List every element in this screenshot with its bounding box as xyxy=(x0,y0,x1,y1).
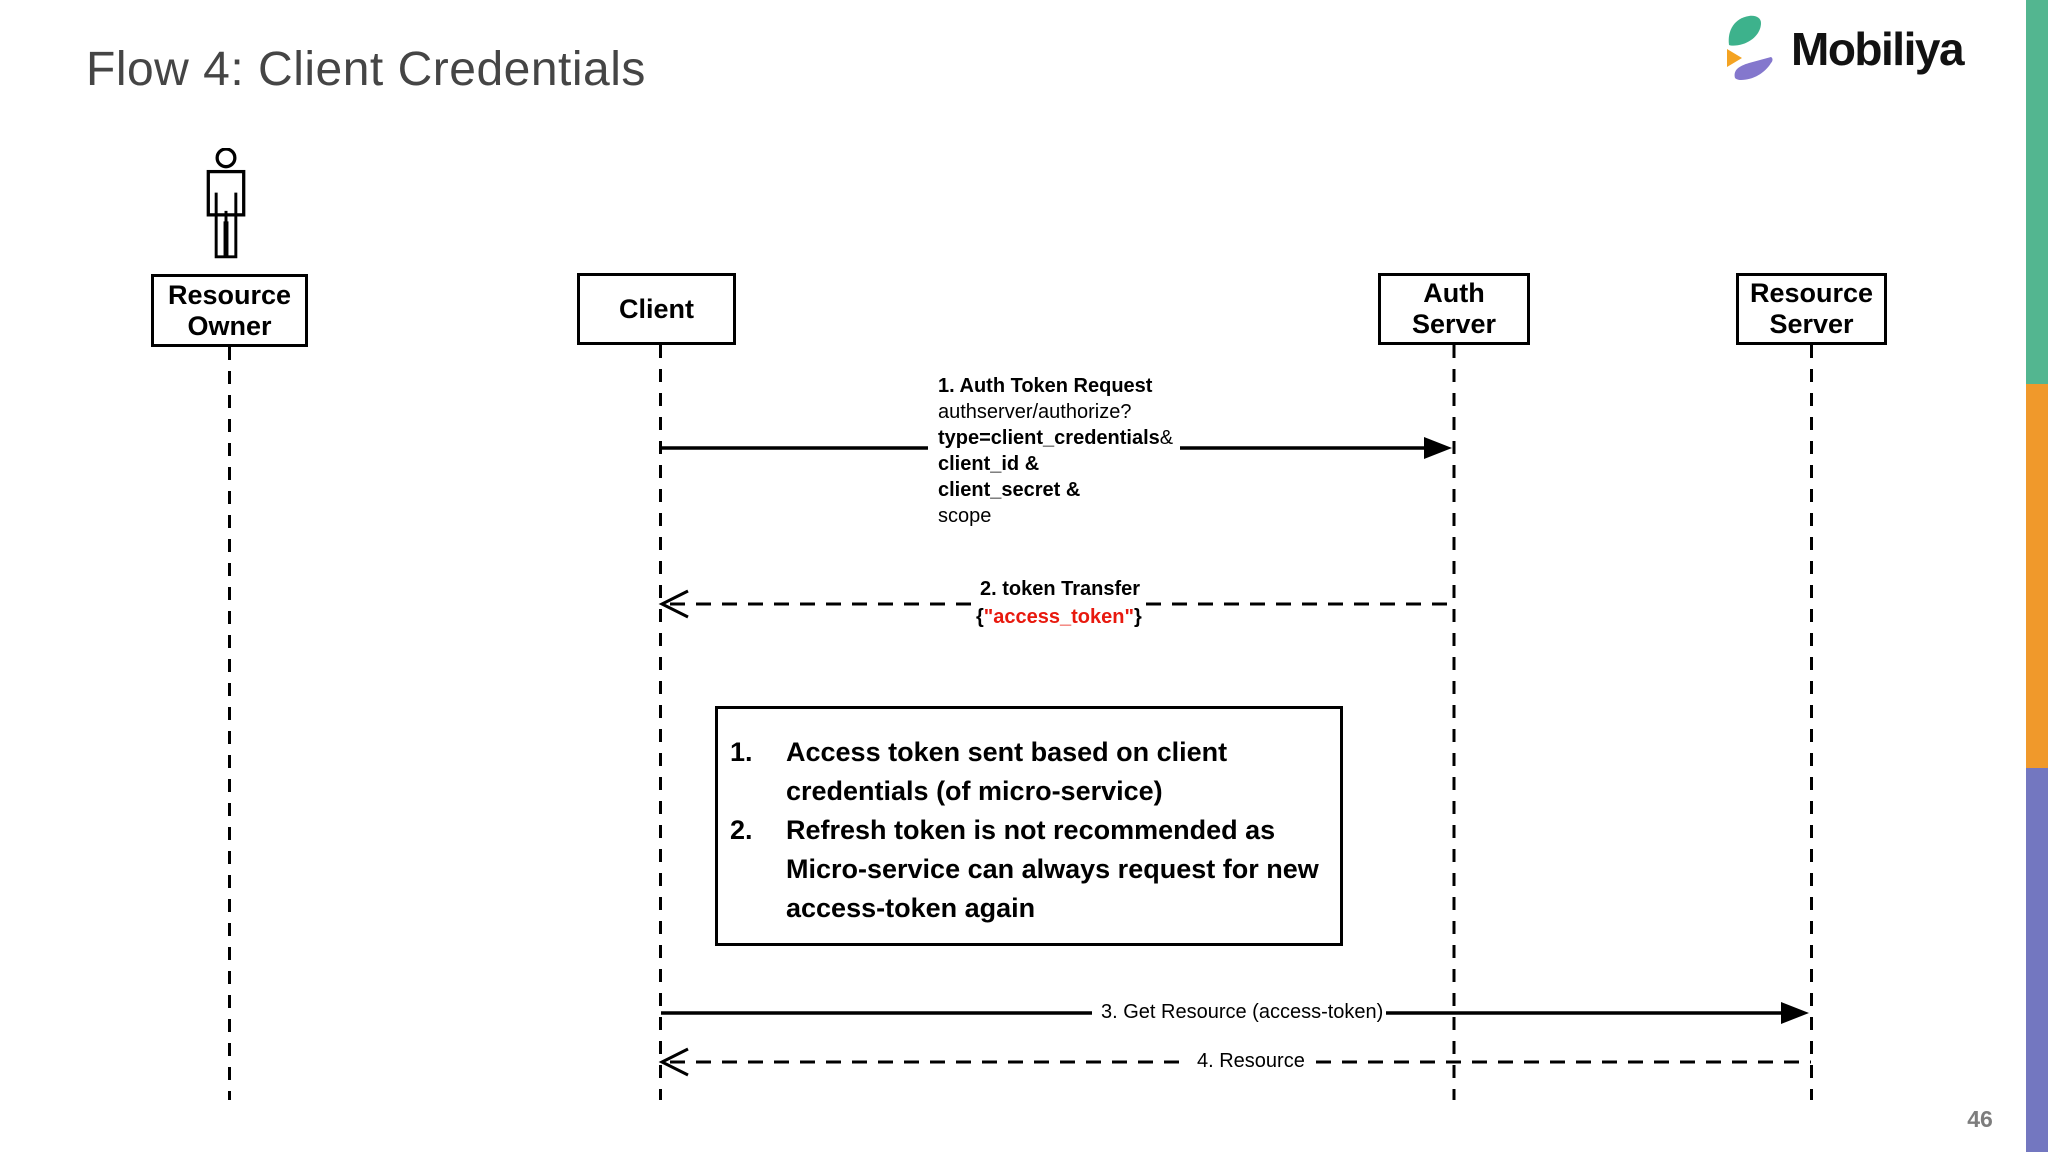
page-title: Flow 4: Client Credentials xyxy=(86,43,646,96)
note-item-2-text: Refresh token is not recommended as Micr… xyxy=(786,815,1319,923)
message-1-line-4: client_id & xyxy=(935,451,1043,477)
edge-bar-purple xyxy=(2026,768,2048,1152)
actor-box-auth-server: Auth Server xyxy=(1378,273,1530,345)
message-1-label: 1. Auth Token Request authserver/authori… xyxy=(935,373,1177,529)
actor-box-client: Client xyxy=(577,273,736,345)
message-1-line-6: scope xyxy=(935,503,995,529)
note-item-1-number: 1. xyxy=(730,737,753,767)
edge-bar-teal xyxy=(2026,0,2048,384)
message-1-line-2: authserver/authorize? xyxy=(935,399,1135,425)
page-number: 46 xyxy=(1967,1106,1993,1132)
mobiliya-logo-mark-icon xyxy=(1727,15,1773,80)
message-3-arrow xyxy=(661,1002,1809,1024)
note-item-1-text: Access token sent based on client creden… xyxy=(786,737,1228,806)
message-1-line-5: client_secret & xyxy=(935,477,1084,503)
message-2-label: 2. token Transfer xyxy=(977,578,1144,601)
note-item-1: 1. Access token sent based on client cre… xyxy=(730,733,1326,811)
message-4-arrow xyxy=(658,1047,1811,1077)
message-2-arrow xyxy=(658,589,1454,619)
person-icon xyxy=(206,148,246,259)
access-token-highlight: "access_token" xyxy=(983,606,1134,628)
mobiliya-logo: Mobiliya xyxy=(1725,8,1965,90)
message-3-label: 3. Get Resource (access-token) xyxy=(1098,1001,1387,1024)
edge-bar-orange xyxy=(2026,384,2048,768)
logo-brand-text: Mobiliya xyxy=(1791,23,1965,75)
message-1-arrow xyxy=(661,437,1452,459)
note-item-2-number: 2. xyxy=(730,815,753,845)
note-box: 1. Access token sent based on client cre… xyxy=(715,706,1343,946)
message-4-label: 4. Resource xyxy=(1194,1050,1308,1073)
message-1-line-3: type=client_credentials& xyxy=(935,425,1177,451)
logo-orange-shape xyxy=(1727,49,1742,67)
logo-purple-shape xyxy=(1734,57,1773,80)
note-item-2: 2. Refresh token is not recommended as M… xyxy=(730,811,1326,928)
message-2-payload: {"access_token"} xyxy=(973,606,1145,629)
actor-box-resource-owner: Resource Owner xyxy=(151,274,308,347)
actor-box-resource-server: Resource Server xyxy=(1736,273,1887,345)
logo-teal-shape xyxy=(1728,15,1761,46)
message-1-line-1: 1. Auth Token Request xyxy=(935,373,1156,399)
